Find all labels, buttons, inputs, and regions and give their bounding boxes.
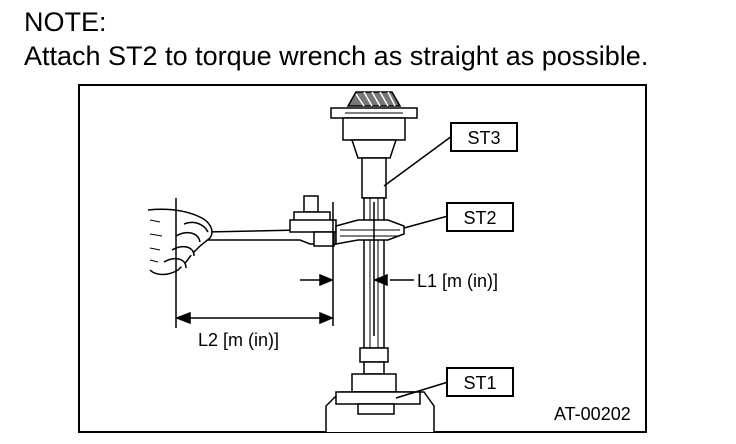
st1-callout-box [446,367,514,397]
st1-callout-label: ST1 [463,373,496,393]
torque-wrench-diagram: ST3 ST2 ST1 L1 [m (in)] L2 [m (in)] AT-0… [78,84,647,433]
leader-lines [383,135,453,399]
st2-callout-label: ST2 [463,208,496,228]
dimension-l1 [300,202,414,336]
l2-label: L2 [m (in)] [198,330,279,350]
torque-wrench [204,195,405,247]
figure-id: AT-00202 [554,404,631,424]
note-heading: NOTE: [24,7,107,37]
st3-callout-box [450,122,518,152]
st1-base [325,347,435,432]
st3-callout-label: ST3 [467,128,500,148]
l1-label: L1 [m (in)] [417,271,498,291]
note-text: Attach ST2 to torque wrench as straight … [24,41,649,71]
hand-illustration [147,208,213,276]
st2-callout-box [446,202,514,232]
dimension-l2 [174,198,334,328]
gear-top [330,91,418,159]
